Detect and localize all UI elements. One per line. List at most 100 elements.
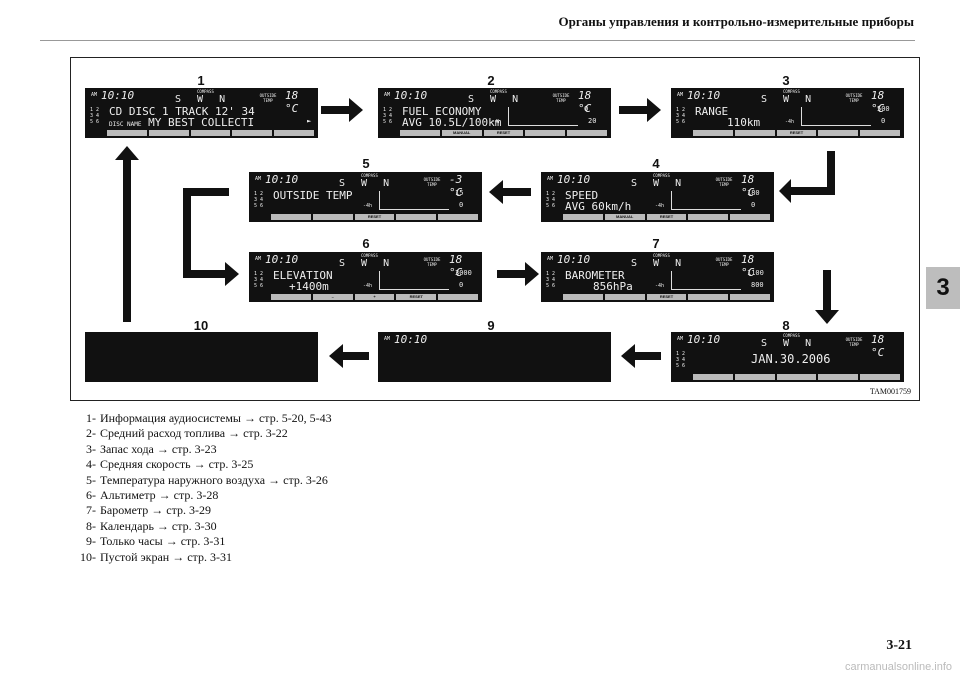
am-indicator: AM [255,176,262,182]
softkeys: RESET [563,294,770,300]
softkey[interactable] [604,294,645,300]
compass: S W N [339,178,395,189]
audio-line-1: CD DISC 1 TRACK 12' 34 [109,105,255,118]
trend-chart [671,191,741,210]
am-indicator: AM [255,256,262,262]
softkeys [693,374,900,380]
outside-temp-label: OUTSIDE TEMP [552,93,570,103]
list-item: 3-Запас хода → стр. 3-23 [86,441,217,456]
compass: S W N [339,258,395,269]
softkey[interactable] [563,294,603,300]
softkey[interactable] [107,130,147,136]
softkey[interactable] [567,130,607,136]
softkey[interactable] [396,214,437,220]
chart-x-label: -4h [655,203,665,209]
softkey[interactable] [312,214,353,220]
speed-value: AVG 60km/h [565,200,632,213]
softkey[interactable] [734,374,775,380]
range-title: RANGE [695,105,729,118]
minus-key[interactable]: – [312,294,353,300]
outside-temp: 18 °C [741,173,755,199]
list-item: 10-Пустой экран → стр. 3-31 [80,549,232,564]
reset-key[interactable]: RESET [646,214,687,220]
softkey[interactable] [818,130,859,136]
softkey[interactable] [730,294,770,300]
clock: 10:10 [687,333,721,346]
disc-name-label: DISC NAME [109,121,142,128]
reset-key[interactable]: RESET [776,130,817,136]
compass: S W N [631,178,687,189]
presets: 1 2 3 4 5 6 [254,271,264,289]
manual-key[interactable]: MANUAL [604,214,645,220]
fuel-value: AVG 10.5L/100km [402,116,502,129]
softkey[interactable] [818,374,859,380]
softkey[interactable] [400,130,440,136]
softkey[interactable] [232,130,273,136]
softkey[interactable] [274,130,314,136]
flow-arrows [115,98,839,368]
arrow-4-to-5-icon [489,180,531,204]
figure-code: TAM001759 [869,387,911,396]
softkey[interactable] [730,214,770,220]
reset-key[interactable]: RESET [396,294,437,300]
screen-number-2: 2 [487,73,495,88]
compass: S W N [761,338,817,349]
manual-key[interactable]: MANUAL [441,130,482,136]
calendar-date: JAN.30.2006 [751,352,831,366]
chart-max: 180 [747,189,760,197]
reset-key[interactable]: RESET [354,214,395,220]
chart-max: 1100 [747,269,764,277]
screen-number-6: 6 [362,236,370,251]
softkey[interactable] [438,214,478,220]
chapter-tab[interactable]: 3 [926,267,960,309]
softkey[interactable] [860,374,900,380]
trend-chart [379,271,449,290]
softkey[interactable] [693,374,733,380]
outside-temp-title: OUTSIDE TEMP [273,189,353,202]
barometer-value: 856hPa [593,280,633,293]
softkey[interactable] [688,214,729,220]
softkey[interactable] [734,130,775,136]
am-indicator: AM [677,92,684,98]
clock: 10:10 [394,333,428,346]
softkey[interactable] [688,294,729,300]
softkey[interactable] [693,130,733,136]
softkey[interactable] [563,214,603,220]
softkeys: –+RESET [271,294,478,300]
plus-key[interactable]: + [354,294,395,300]
outside-temp-label: OUTSIDE TEMP [423,177,441,187]
arrow-3-to-4-icon [779,151,835,203]
compass: S W N [468,94,524,105]
softkey[interactable] [438,294,478,300]
softkey[interactable] [271,294,311,300]
outside-temp: 18 °C [871,333,885,359]
page-header-title: Органы управления и контрольно-измерител… [558,14,914,29]
softkey[interactable] [776,374,817,380]
am-indicator: AM [547,176,554,182]
list-item: 7-Барометр → стр. 3-29 [86,503,212,518]
chart-min: 0 [459,281,464,289]
softkey[interactable] [190,130,231,136]
range-value: 110km [727,116,761,129]
outside-temp: 18 °C [578,89,592,115]
softkey[interactable] [271,214,311,220]
chart-min: 0 [881,117,886,125]
screen-9-clock-only: AM 10:10 [378,332,611,382]
outside-temp: -3 °C [449,173,463,199]
screen-7-barometer: AM 10:10 COMPASS S W N OUTSIDE TEMP 18 °… [541,252,774,302]
softkey[interactable] [148,130,189,136]
clock: 10:10 [557,173,591,186]
reset-key[interactable]: RESET [483,130,524,136]
softkey[interactable] [525,130,566,136]
compass: S W N [631,258,687,269]
compass: S W N [761,94,817,105]
reset-key[interactable]: RESET [646,294,687,300]
presets: 1 2 3 4 5 6 [676,351,686,369]
softkey[interactable] [860,130,900,136]
screen-number-4: 4 [652,156,660,171]
chart-x-label: -4h [363,203,373,209]
list-item: 9-Только часы → стр. 3-31 [86,534,226,549]
arrow-5-to-6-icon [183,188,239,286]
